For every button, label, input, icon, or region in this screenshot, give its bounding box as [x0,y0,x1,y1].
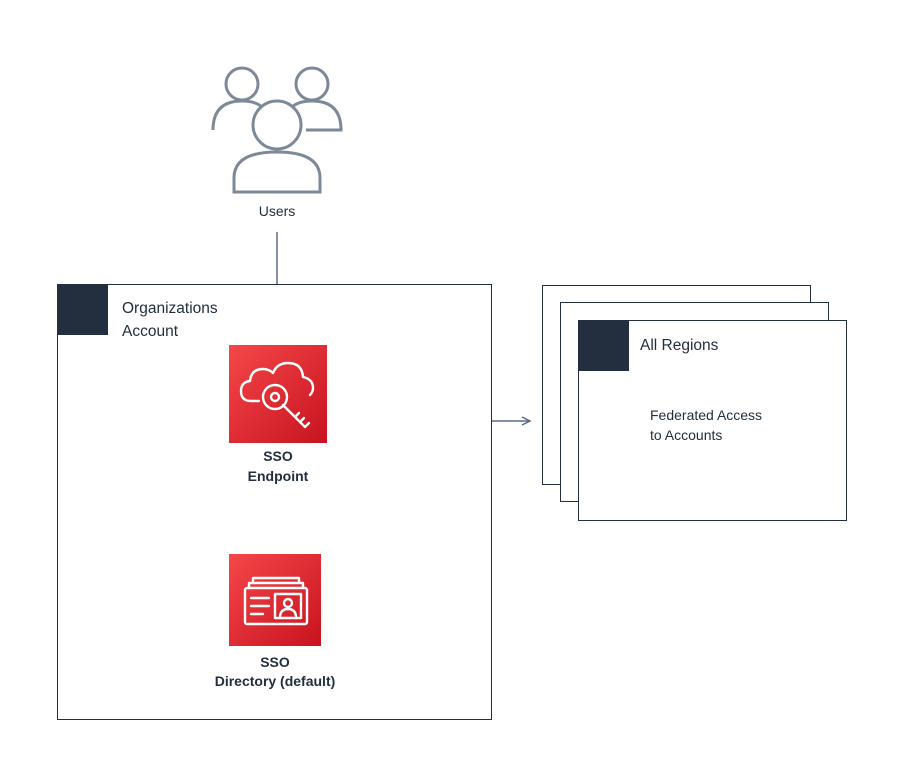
sso-endpoint-service [229,345,327,443]
directory-card-icon [243,576,309,626]
organizations-label-line2: Account [122,323,179,340]
users-label: Users [258,203,296,219]
sso-endpoint-label-line2: Endpoint [247,468,309,484]
federated-access-line2: to Accounts [650,427,723,443]
region-card-front [578,320,847,521]
federated-access-line1: Federated Access [650,407,763,423]
all-regions-label: All Regions [640,337,719,354]
users-group-icon [211,66,343,194]
sso-directory-label-line2: Directory (default) [214,673,336,689]
organizations-label-line1: Organizations [122,300,218,317]
sso-endpoint-label-line1: SSO [263,448,293,464]
sso-directory-label-line1: SSO [260,654,290,670]
sso-directory-service [229,554,321,646]
cloud-key-icon [239,361,315,429]
region-corner-icon [579,321,629,371]
group-corner-icon [58,285,108,335]
